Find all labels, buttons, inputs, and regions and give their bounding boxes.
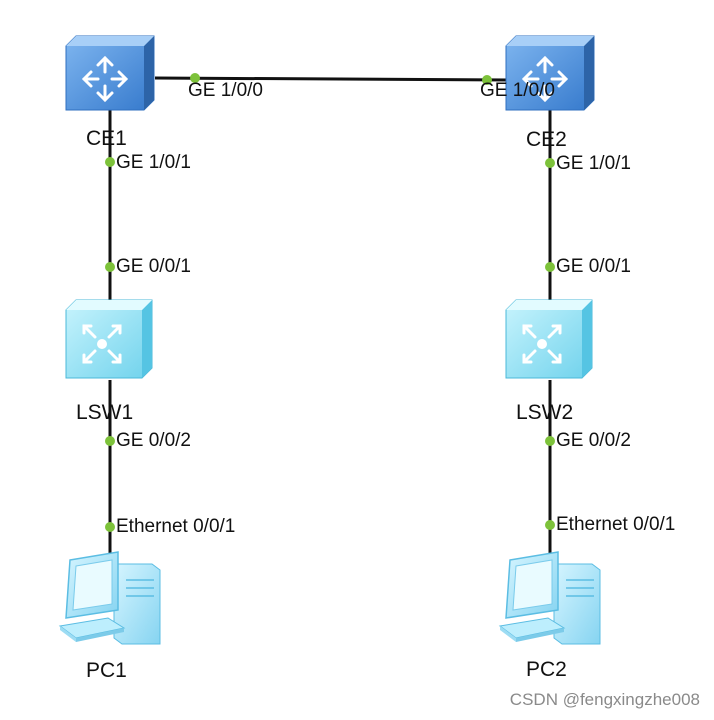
port-label-ce1-ge100: GE 1/0/0 [188, 80, 263, 101]
port-label-pc2-eth001: Ethernet 0/0/1 [556, 514, 676, 535]
port-dot-lsw2-ge002 [545, 436, 555, 446]
switch-icon-lsw1[interactable] [65, 299, 153, 379]
switch-icon-lsw2[interactable] [505, 299, 593, 379]
port-label-lsw2-ge001: GE 0/0/1 [556, 256, 631, 277]
pc-icon-pc2[interactable] [498, 551, 601, 645]
router-icon-ce2[interactable] [505, 35, 595, 111]
device-label-ce1: CE1 [86, 127, 127, 150]
port-label-pc1-eth001: Ethernet 0/0/1 [116, 516, 236, 537]
watermark: CSDN @fengxingzhe008 [509, 690, 700, 709]
device-label-pc1: PC1 [86, 659, 127, 682]
device-label-lsw1: LSW1 [76, 401, 134, 424]
port-label-lsw2-ge002: GE 0/0/2 [556, 430, 631, 451]
port-label-ce2-ge100: GE 1/0/0 [480, 80, 555, 101]
device-label-ce2: CE2 [526, 128, 567, 151]
pc-icon-pc1[interactable] [58, 551, 161, 645]
port-dot-lsw2-ge001 [545, 262, 555, 272]
port-dot-ce1-ge101 [105, 157, 115, 167]
port-dot-ce1-ge100 [190, 73, 200, 83]
router-icon-ce1[interactable] [65, 35, 155, 111]
port-dot-pc2-eth001 [545, 520, 555, 530]
port-label-ce2-ge101: GE 1/0/1 [556, 153, 631, 174]
port-dot-lsw1-ge002 [105, 436, 115, 446]
port-dot-pc1-eth001 [105, 522, 115, 532]
port-dot-ce2-ge101 [545, 158, 555, 168]
port-dot-lsw1-ge001 [105, 262, 115, 272]
port-label-ce1-ge101: GE 1/0/1 [116, 152, 191, 173]
port-label-lsw1-ge001: GE 0/0/1 [116, 256, 191, 277]
port-label-lsw1-ge002: GE 0/0/2 [116, 430, 191, 451]
link-ce1-ce2 [154, 76, 511, 82]
device-label-pc2: PC2 [526, 658, 567, 681]
device-label-lsw2: LSW2 [516, 401, 574, 424]
port-dot-ce2-ge100 [482, 75, 492, 85]
